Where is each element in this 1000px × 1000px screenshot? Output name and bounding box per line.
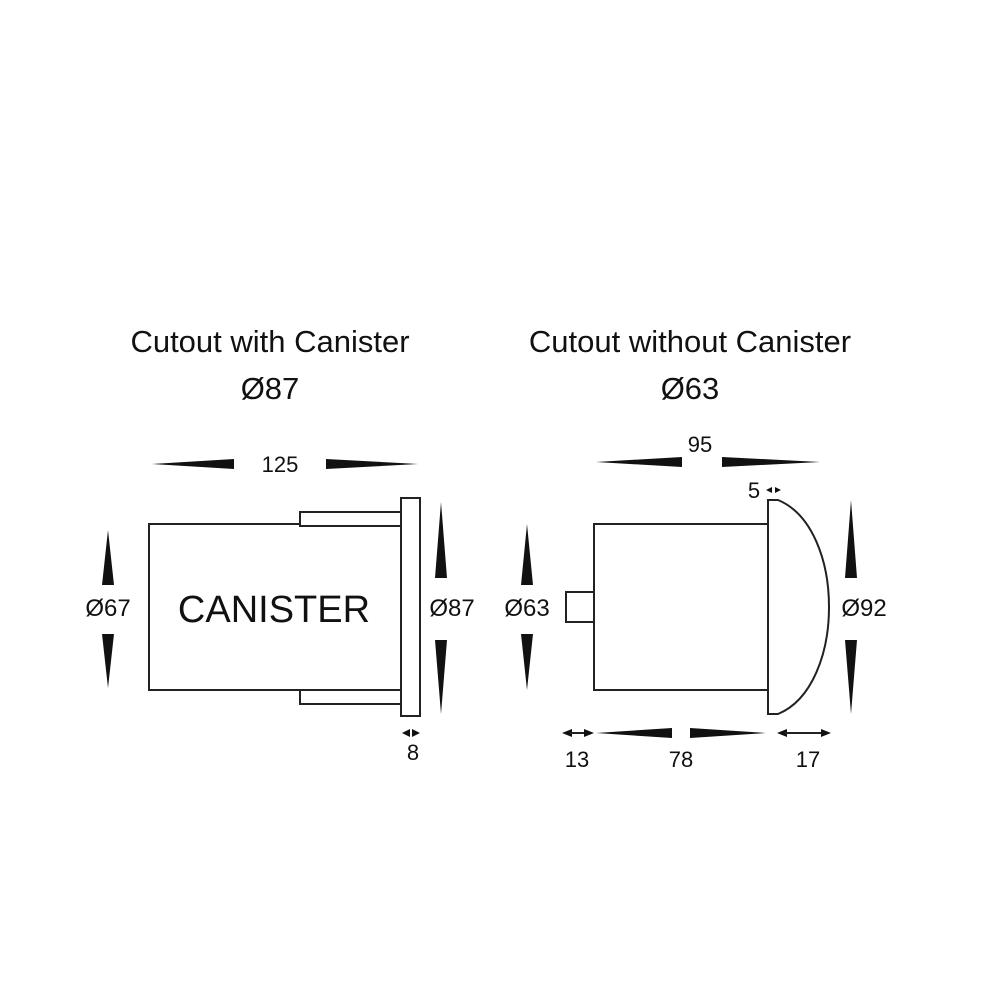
dim-8-label: 8 — [407, 740, 419, 765]
right-view-title: Cutout without Canister — [528, 324, 852, 359]
left-view-drawing: CANISTER 125 Ø67 Ø87 8 — [85, 452, 474, 765]
dim-13-left-arrow — [562, 729, 572, 737]
dim-o92-bottom-wedge — [845, 640, 857, 714]
dim-17-label: 17 — [796, 747, 820, 772]
dim-78-left-wedge — [596, 728, 672, 738]
upper-sleeve — [299, 511, 402, 527]
dim-5-right-arrow — [775, 487, 781, 493]
dim-8-left-arrow — [402, 729, 410, 737]
dim-o67-label: Ø67 — [85, 595, 130, 622]
right-view-drawing: 95 5 Ø63 Ø92 13 78 17 — [504, 432, 886, 772]
dim-78-label: 78 — [669, 747, 693, 772]
dim-125-left-wedge — [152, 459, 234, 469]
dim-95-label: 95 — [688, 432, 712, 457]
left-view-cutout-diameter: Ø87 — [240, 371, 300, 406]
lower-sleeve — [299, 689, 402, 705]
left-view-caption: Cutout with Canister Ø87 — [90, 326, 450, 404]
canister-label: CANISTER — [178, 589, 370, 631]
dim-17-right-arrow — [821, 729, 831, 737]
dim-o92-top-wedge — [845, 500, 857, 578]
right-view-caption: Cutout without Canister Ø63 — [490, 326, 890, 404]
flange — [400, 497, 421, 717]
dim-125-label: 125 — [262, 452, 299, 477]
dim-13-label: 13 — [565, 747, 589, 772]
stub — [565, 591, 595, 623]
fitting-body — [593, 523, 769, 691]
dim-o67-bottom-wedge — [102, 634, 114, 688]
dim-13-right-arrow — [584, 729, 594, 737]
dim-o67-top-wedge — [102, 530, 114, 585]
canister-body — [148, 523, 402, 691]
dim-o63-bottom-wedge — [521, 634, 533, 690]
dim-95-right-wedge — [722, 457, 820, 467]
dim-o87-bottom-wedge — [435, 640, 447, 714]
dim-95-left-wedge — [596, 457, 682, 467]
dim-o92-label: Ø92 — [841, 595, 886, 622]
dim-5-left-arrow — [766, 487, 772, 493]
domed-head — [767, 499, 830, 715]
dim-17-left-arrow — [777, 729, 787, 737]
dim-o87-label: Ø87 — [429, 595, 474, 622]
left-view-title: Cutout with Canister — [130, 324, 410, 359]
dim-5-label: 5 — [748, 478, 760, 503]
dim-o63-label: Ø63 — [504, 595, 549, 622]
dim-o63-top-wedge — [521, 524, 533, 585]
dim-125-right-wedge — [326, 459, 418, 469]
dim-8-right-arrow — [412, 729, 420, 737]
dim-o87-top-wedge — [435, 502, 447, 578]
dim-78-right-wedge — [690, 728, 766, 738]
right-view-cutout-diameter: Ø63 — [660, 371, 720, 406]
